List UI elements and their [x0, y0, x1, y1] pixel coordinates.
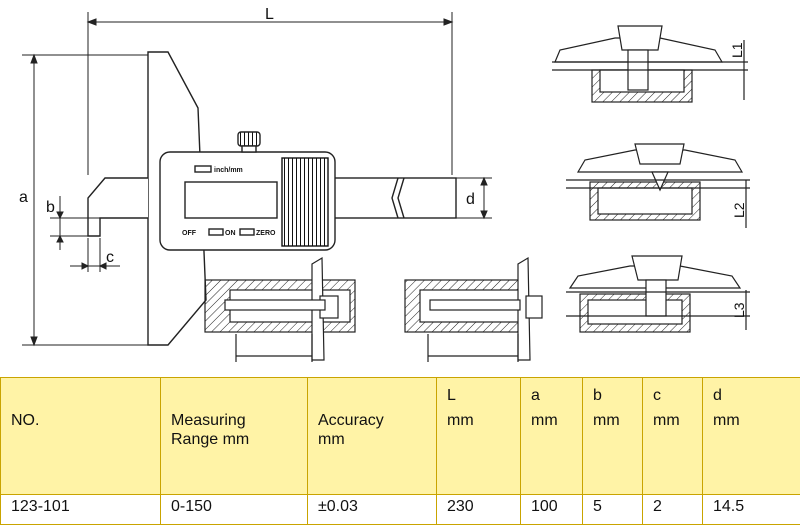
- header-no-text: NO.: [11, 412, 39, 429]
- clamp-knob: [238, 132, 260, 146]
- header-b-line1: b: [593, 386, 642, 405]
- header-d-line2: mm: [713, 411, 800, 430]
- dim-c-label: c: [106, 249, 114, 266]
- usage-example-middle: [405, 258, 542, 362]
- header-a: a mm: [521, 378, 583, 495]
- on-label: ON: [225, 230, 236, 237]
- header-c-line2: mm: [653, 411, 702, 430]
- header-d-line1: d: [713, 386, 800, 405]
- dim-L2-label: L2: [731, 202, 747, 218]
- zero-label: ZERO: [256, 230, 276, 237]
- header-d: d mm: [703, 378, 800, 495]
- header-L-line2: mm: [447, 411, 520, 430]
- header-L-line1: L: [447, 386, 520, 405]
- off-label: OFF: [182, 230, 197, 237]
- cell-L: 230: [437, 495, 521, 525]
- cell-d: 14.5: [703, 495, 800, 525]
- header-c-line1: c: [653, 386, 702, 405]
- header-a-line1: a: [531, 386, 582, 405]
- header-range-line2: Range mm: [171, 430, 307, 449]
- zero-button: [240, 229, 254, 235]
- cell-range: 0-150: [161, 495, 308, 525]
- header-c: c mm: [643, 378, 703, 495]
- header-range-line1: Measuring: [171, 411, 307, 430]
- header-accuracy-line2: mm: [318, 430, 436, 449]
- dim-b-label: b: [46, 199, 55, 216]
- cell-a: 100: [521, 495, 583, 525]
- header-accuracy: Accuracy mm: [308, 378, 437, 495]
- lcd-screen: [185, 182, 277, 218]
- dim-d-label: d: [466, 191, 475, 208]
- header-a-line2: mm: [531, 411, 582, 430]
- spec-value-row: 123-101 0-150 ±0.03 230 100 5 2 14.5: [1, 495, 800, 525]
- cell-c: 2: [643, 495, 703, 525]
- on-button: [209, 229, 223, 235]
- inch-mm-button: [195, 166, 211, 172]
- header-range: Measuring Range mm: [161, 378, 308, 495]
- dim-L-label: L: [265, 6, 274, 23]
- dim-L3-label: L3: [731, 302, 747, 318]
- spec-header-row: NO. Measuring Range mm Accuracy mm L mm …: [1, 378, 800, 495]
- header-L: L mm: [437, 378, 521, 495]
- usage-example-left: [205, 258, 355, 362]
- depth-gauge-diagram: inch/mm OFF ON ZERO L a b c d: [0, 0, 800, 375]
- spec-table: NO. Measuring Range mm Accuracy mm L mm …: [0, 377, 800, 525]
- header-accuracy-line1: Accuracy: [318, 411, 436, 430]
- usage-example-L1: [552, 26, 748, 102]
- inch-mm-label: inch/mm: [214, 167, 243, 174]
- header-b: b mm: [583, 378, 643, 495]
- cell-accuracy: ±0.03: [308, 495, 437, 525]
- usage-example-L2: [566, 144, 750, 228]
- knurled-wheel: [282, 158, 328, 246]
- dim-a-label: a: [19, 189, 28, 206]
- header-b-line2: mm: [593, 411, 642, 430]
- cell-b: 5: [583, 495, 643, 525]
- dim-L1-label: L1: [729, 42, 745, 58]
- depth-probe: [88, 178, 148, 236]
- usage-example-L3: [566, 256, 750, 332]
- cell-no: 123-101: [1, 495, 161, 525]
- header-no: NO.: [1, 378, 161, 495]
